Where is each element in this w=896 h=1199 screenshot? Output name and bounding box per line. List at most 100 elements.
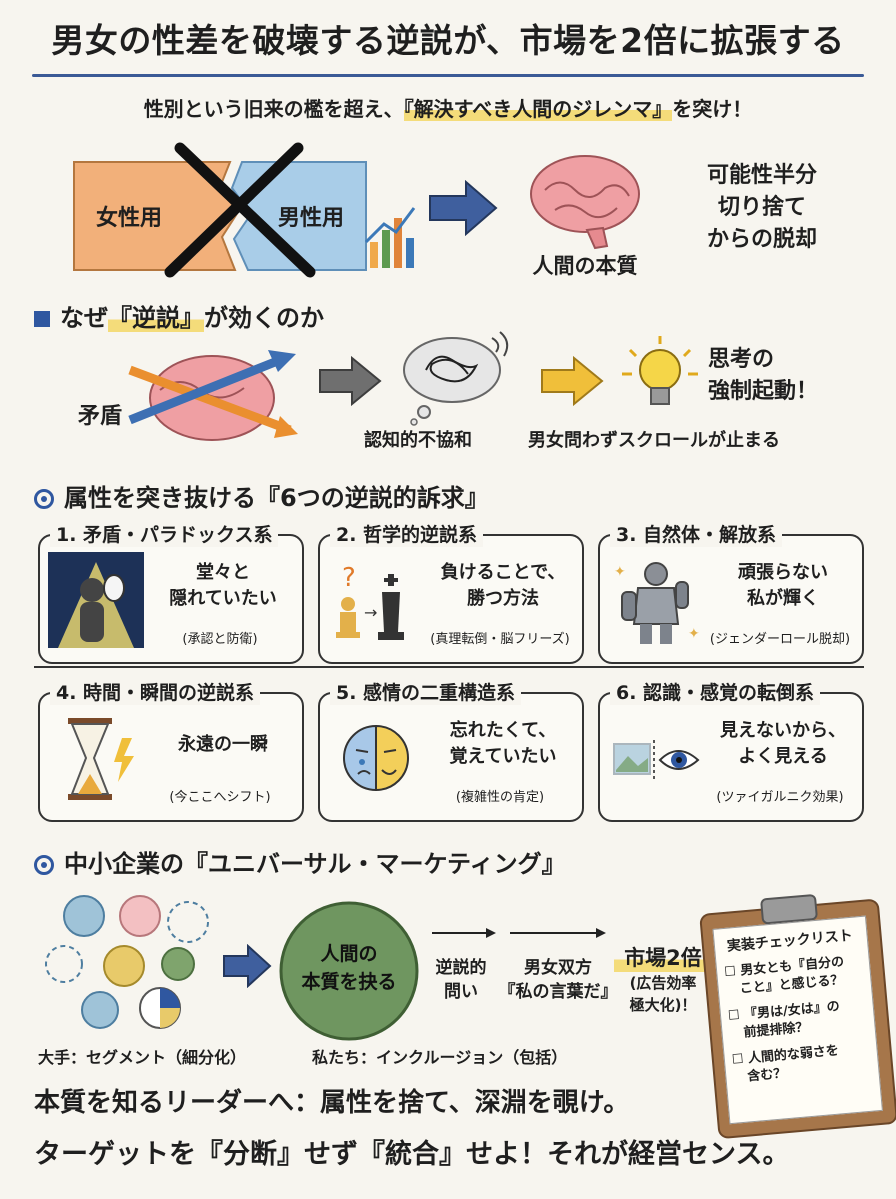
appeal-card-note: (ツァイガルニク効果) xyxy=(716,790,844,805)
checkbox-icon[interactable]: ☐ xyxy=(727,1007,745,1024)
appeal-card-main: 堂々と 隠れていたい xyxy=(148,560,298,612)
hourglass-icon xyxy=(68,718,134,800)
appeal-card-title: 6. 認識・感覚の転倒系 xyxy=(610,678,821,705)
appeal-card-title: 4. 時間・瞬間の逆説系 xyxy=(50,678,261,705)
masked-figure-icon xyxy=(48,552,144,648)
market-line-main: 市場2倍 xyxy=(614,944,712,972)
appeal-card-note: (複雑性の肯定) xyxy=(455,790,545,805)
thinking-line: 思考の xyxy=(708,347,775,372)
thinking-line: 強制起動！ xyxy=(708,379,819,404)
paradox-question: 逆説的 問い xyxy=(422,956,500,1004)
brain-label: 人間の本質 xyxy=(532,254,638,278)
inclusion-label: 私たち：インクルージョン（包括） xyxy=(312,1048,568,1067)
appeal-card-main: 頑張らない 私が輝く xyxy=(708,560,858,612)
thought-cloud-icon xyxy=(403,331,509,426)
essence-line: 本質を抉る xyxy=(301,971,397,993)
contradiction-brain-icon xyxy=(128,350,298,441)
appeal-card-note: (ジェンダーロール脱却) xyxy=(709,632,851,647)
why-heading: なぜ『逆説』が効くのか xyxy=(34,298,324,333)
appeal-card-main-line: 負けることで、 xyxy=(440,562,566,583)
checkbox-icon[interactable]: ☐ xyxy=(723,963,742,981)
market-line: 極大化)！ xyxy=(629,996,697,1014)
flow-arrows xyxy=(432,928,606,938)
appeal-card-main: 見えないから、 よく見える xyxy=(708,718,858,770)
appeal-card-title: 1. 矛盾・パラドックス系 xyxy=(50,520,279,547)
why-heading-after: が効くのか xyxy=(204,304,324,332)
chess-pieces-icon: ? → xyxy=(336,563,404,640)
female-label: 女性用 xyxy=(96,206,163,231)
appeal-card-main: 負けることで、 勝つ方法 xyxy=(428,560,578,612)
checklist-item[interactable]: ☐ 『男は/女は』の 前提排除？ xyxy=(727,996,870,1044)
big-company-label: 大手：セグメント（細分化） xyxy=(38,1048,247,1067)
appeal-card-main: 永遠の一瞬 xyxy=(148,732,298,758)
ring-bullet-icon xyxy=(34,855,54,875)
why-heading-highlight: 『逆説』 xyxy=(108,304,204,332)
appeal-card-main-line: 頑張らない xyxy=(738,562,828,583)
checkbox-icon[interactable]: ☐ xyxy=(731,1051,749,1068)
appeal-card-main-line: 忘れたくて、 xyxy=(449,720,557,741)
appeals-heading-text: 属性を突き抜ける『6つの逆説的訴求』 xyxy=(64,484,489,512)
appeal-card-main-line: 覚えていたい xyxy=(449,746,557,767)
escape-text: 可能性半分 切り捨て からの脱却 xyxy=(672,160,852,256)
appeal-card-note: (真理転倒・脳フリーズ) xyxy=(430,632,570,647)
svg-text:?: ? xyxy=(342,563,356,593)
male-label: 男性用 xyxy=(278,206,345,231)
checklist-item-line: 人間的な弱さを xyxy=(747,1043,840,1067)
segmented-circles-icon xyxy=(45,895,209,1029)
contradiction-label: 矛盾 xyxy=(78,404,123,429)
card-grid-divider xyxy=(34,666,864,668)
market-double-text: 市場2倍 (広告効率 極大化)！ xyxy=(614,944,712,1016)
scroll-label: 男女問わずスクロールが止まる xyxy=(528,430,780,451)
checklist-item-line: 含む？ xyxy=(746,1066,787,1085)
both-genders-text: 男女双方 『私の言葉だ』 xyxy=(496,956,620,1004)
essence-line: 人間の xyxy=(320,943,378,965)
checklist-clipboard: 実装チェックリスト ☐ 男女とも『自分の こと』と感じる？ ☐ 『男は/女は』の… xyxy=(698,889,896,1140)
appeals-heading: 属性を突き抜ける『6つの逆説的訴求』 xyxy=(34,478,489,513)
appeal-card-main-line: 隠れていたい xyxy=(169,588,277,609)
appeal-card-2: 2. 哲学的逆説系 ? → 負けることで、 勝つ方法 (真理転倒・脳フリーズ) xyxy=(318,520,584,664)
thinking-text: 思考の 強制起動！ xyxy=(708,344,818,408)
paradox-line: 問い xyxy=(444,982,478,1002)
why-heading-before: なぜ xyxy=(60,304,108,332)
title-underline xyxy=(32,74,864,77)
escape-line: からの脱却 xyxy=(706,227,817,252)
two-faced-mask-icon xyxy=(343,724,409,792)
both-line: 『私の言葉だ』 xyxy=(498,982,618,1002)
appeal-card-main-line: 永遠の一瞬 xyxy=(178,734,268,755)
eye-icon xyxy=(613,740,700,780)
both-line: 男女双方 xyxy=(524,958,592,978)
brain-icon xyxy=(530,155,640,250)
arrow-right-icon xyxy=(429,180,498,236)
checklist-item-line: 前提排除？ xyxy=(742,1020,810,1041)
appeal-card-main-line: 見えないから、 xyxy=(720,720,846,741)
appeal-card-main: 忘れたくて、 覚えていたい xyxy=(428,718,578,770)
escape-line: 可能性半分 xyxy=(706,163,817,188)
yellow-arrow-icon xyxy=(541,356,604,406)
appeal-card-main-line: 勝つ方法 xyxy=(467,588,539,609)
appeal-card-title: 3. 自然体・解放系 xyxy=(610,520,783,547)
escape-line: 切り捨て xyxy=(717,195,806,220)
checklist-items: ☐ 男女とも『自分の こと』と感じる？ ☐ 『男は/女は』の 前提排除？ ☐ 人… xyxy=(724,952,874,1088)
market-line: (広告効率 xyxy=(629,974,697,992)
dissonance-label: 認知的不協和 xyxy=(364,430,472,451)
torn-boxes-graphic xyxy=(73,142,416,278)
subtitle-after: を突け！ xyxy=(672,97,753,121)
cross-mark-icon xyxy=(174,142,316,278)
square-bullet-icon xyxy=(34,311,50,327)
arrow-right-icon xyxy=(223,944,272,988)
essence-circle-text: 人間の 本質を抉る xyxy=(286,940,412,996)
appeal-card-4: 4. 時間・瞬間の逆説系 永遠の一瞬 (今ここへシフト) xyxy=(38,678,304,822)
checklist-item-line: 『男は/女は』の xyxy=(743,999,841,1023)
svg-text:→: → xyxy=(364,603,377,622)
gray-arrow-icon xyxy=(319,356,382,406)
essence-circle xyxy=(279,901,419,1041)
appeal-card-main-line: 堂々と xyxy=(196,562,250,583)
lightbulb-icon xyxy=(622,336,698,405)
page-title: 男女の性差を破壊する逆説が、市場を2倍に拡張する xyxy=(51,21,845,60)
appeal-card-note: (承認と防衛) xyxy=(182,632,258,647)
appeal-card-note: (今ここへシフト) xyxy=(169,790,271,805)
appeal-card-6: 6. 認識・感覚の転倒系 見えないから、 よく見える (ツァイガルニク効果) xyxy=(598,678,864,822)
svg-text:✦: ✦ xyxy=(614,564,626,580)
appeal-card-main-line: よく見える xyxy=(738,746,828,767)
subtitle-highlight: 『解決すべき人間のジレンマ』 xyxy=(403,97,673,121)
